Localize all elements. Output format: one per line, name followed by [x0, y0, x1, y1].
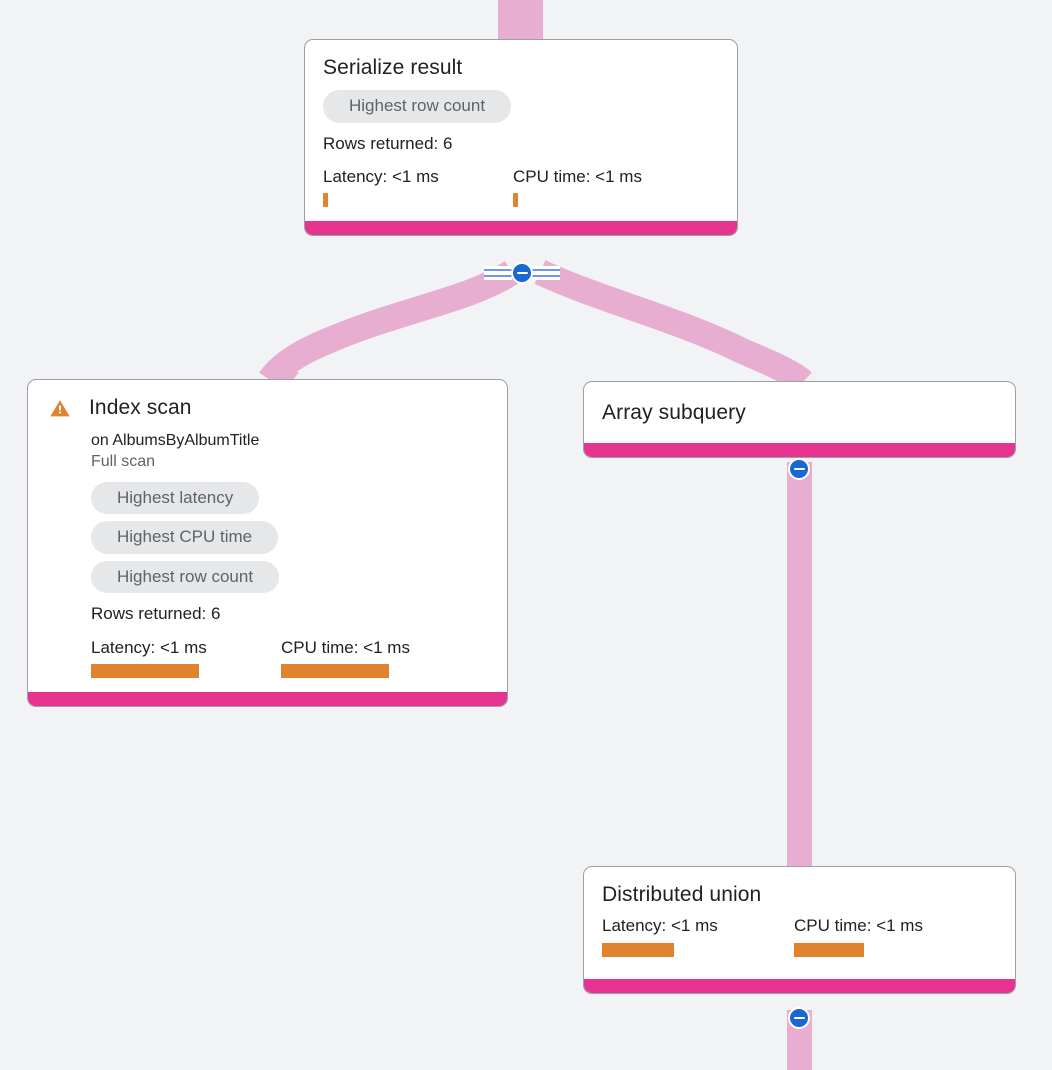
- collapse-rail-right: [532, 266, 560, 280]
- node-serialize-result[interactable]: Serialize result Highest row count Rows …: [304, 39, 738, 237]
- metric-cpu-time-label: CPU time: <1 ms: [513, 167, 642, 187]
- chip-highest-latency: Highest latency: [91, 481, 260, 515]
- metric-cpu-time: CPU time: <1 ms: [794, 916, 923, 957]
- node-array-subquery[interactable]: Array subquery: [583, 381, 1016, 459]
- node-footer-bar: [584, 978, 1015, 993]
- metrics-row: Latency: <1 ms CPU time: <1 ms: [91, 638, 489, 678]
- node-footer-bar: [28, 691, 507, 706]
- metric-cpu-time: CPU time: <1 ms: [513, 167, 642, 208]
- edge-serialize-to-array-subquery: [534, 260, 812, 393]
- chip-list: Highest row count: [323, 90, 719, 123]
- chip-highest-cpu-time: Highest CPU time: [91, 521, 279, 554]
- rows-returned: Rows returned: 6: [323, 133, 453, 153]
- node-title-row: Serialize result: [323, 56, 719, 80]
- collapse-array-subquery[interactable]: [788, 458, 810, 480]
- metric-cpu-time-bar: [513, 193, 518, 208]
- metrics-row: Latency: <1 ms CPU time: <1 ms: [602, 916, 997, 957]
- metric-cpu-time: CPU time: <1 ms: [281, 638, 410, 678]
- metric-latency-bar: [91, 663, 199, 678]
- collapse-rail-left: [484, 266, 512, 280]
- metric-latency: Latency: <1 ms: [602, 916, 794, 957]
- chip-highest-row-count: Highest row count: [91, 560, 280, 594]
- metrics-row: Latency: <1 ms CPU time: <1 ms: [323, 167, 719, 208]
- metric-latency-bar: [323, 193, 328, 208]
- node-body: Index scan on AlbumsByAlbumTitle Full sc…: [28, 380, 507, 692]
- node-title: Serialize result: [323, 56, 463, 79]
- metric-cpu-time-label: CPU time: <1 ms: [794, 916, 923, 936]
- node-body: Array subquery: [584, 382, 1015, 443]
- node-title-row: Distributed union: [602, 883, 997, 907]
- node-index-scan[interactable]: Index scan on AlbumsByAlbumTitle Full sc…: [27, 379, 508, 707]
- metric-latency: Latency: <1 ms: [323, 167, 513, 208]
- metric-latency-label: Latency: <1 ms: [323, 167, 439, 187]
- chip-list: Highest latency Highest CPU time Highest…: [91, 481, 489, 594]
- metric-cpu-time-bar: [281, 663, 389, 678]
- node-title-row: Array subquery: [602, 401, 997, 425]
- node-title: Index scan: [89, 396, 192, 419]
- metric-latency-bar: [602, 942, 674, 957]
- node-title: Array subquery: [602, 401, 746, 424]
- edge-serialize-to-index-scan: [259, 260, 520, 388]
- edge-into-serialize-result: [498, 0, 543, 40]
- metric-latency: Latency: <1 ms: [91, 638, 281, 678]
- metric-cpu-time-label: CPU time: <1 ms: [281, 637, 410, 657]
- rows-returned: Rows returned: 6: [91, 604, 221, 624]
- node-body: Distributed union Latency: <1 ms CPU tim…: [584, 867, 1015, 979]
- node-subtitle-scan-type: Full scan: [91, 453, 156, 471]
- node-distributed-union[interactable]: Distributed union Latency: <1 ms CPU tim…: [583, 866, 1016, 994]
- collapse-distributed-union[interactable]: [788, 1007, 810, 1029]
- node-title-row: Index scan: [50, 396, 489, 420]
- metric-cpu-time-bar: [794, 942, 864, 957]
- node-subtitle-index: on AlbumsByAlbumTitle: [91, 432, 260, 450]
- edge-array-subquery-to-distributed-union: [787, 462, 812, 874]
- warning-triangle-icon: [50, 400, 70, 417]
- node-body: Serialize result Highest row count Rows …: [305, 40, 737, 221]
- metric-latency-label: Latency: <1 ms: [91, 637, 207, 657]
- node-title: Distributed union: [602, 883, 762, 906]
- metric-latency-label: Latency: <1 ms: [602, 916, 718, 936]
- collapse-serialize-result[interactable]: [511, 262, 533, 284]
- chip-highest-row-count: Highest row count: [323, 90, 512, 123]
- node-footer-bar: [305, 221, 737, 236]
- node-footer-bar: [584, 443, 1015, 458]
